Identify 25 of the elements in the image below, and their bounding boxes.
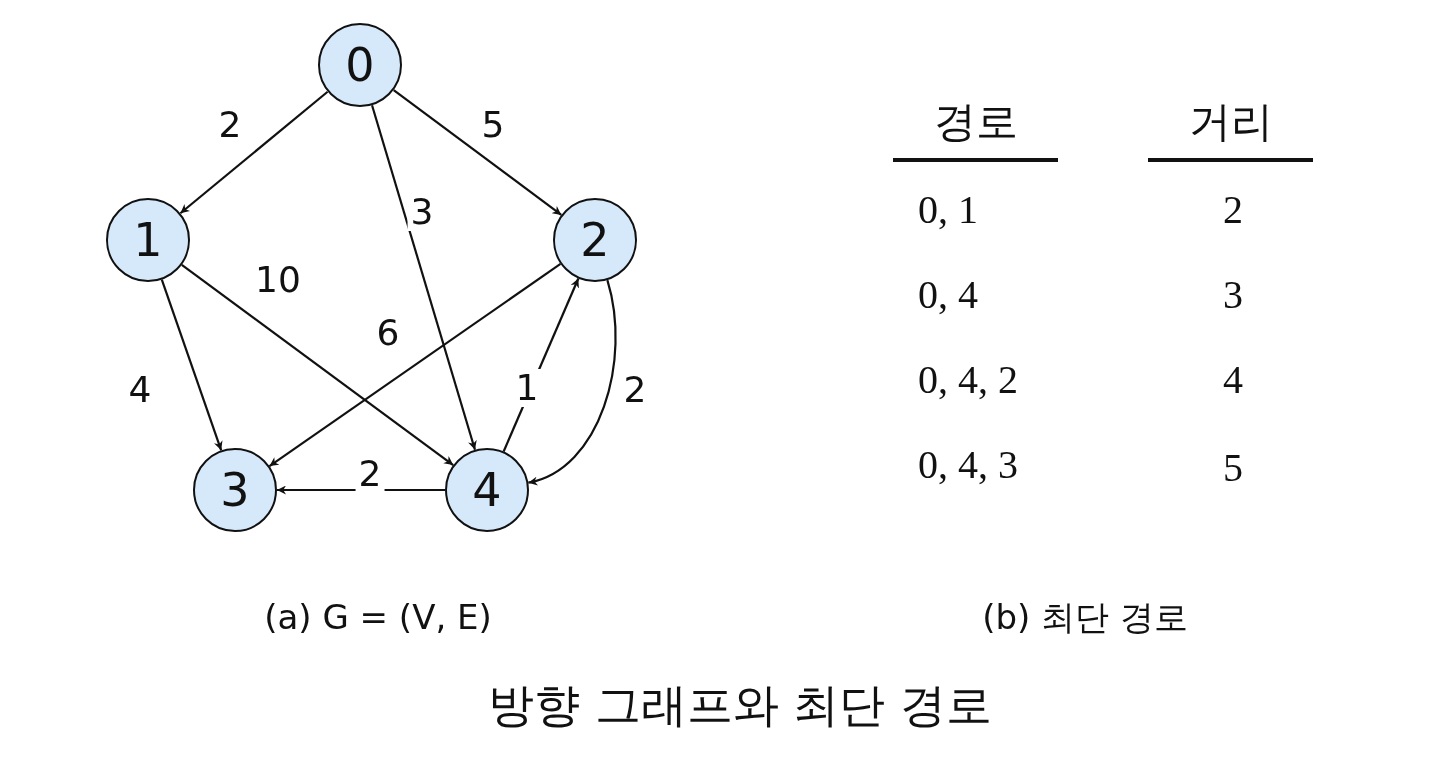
table-cell: 3 [1223,275,1243,315]
column-header: 경로 [934,101,1018,143]
table-cell: 0, 4 [918,275,978,315]
arrow [268,263,562,467]
arrow [393,89,562,216]
table-cell: 0, 4, 2 [918,360,1018,400]
caption: 방향 그래프와 최단 경로 [488,682,992,728]
vertex-circle: 1 [106,198,190,282]
arrow [370,104,477,451]
arrow [181,264,454,466]
arrow [160,279,223,451]
subcaption: (b) 최단 경로 [982,600,1188,634]
vertex-circle: 2 [553,198,637,282]
vertex-circle: 3 [193,448,277,532]
vertex-circle: 0 [318,23,402,107]
arrow [179,90,329,215]
table-cell: 0, 4, 3 [918,445,1018,485]
table-cell: 5 [1223,448,1243,488]
column-header: 거리 [1189,101,1273,143]
subcaption: (a) G = (V, E) [264,600,492,634]
arrow [528,279,617,485]
table-cell: 4 [1223,360,1243,400]
vertex-circle: 4 [445,448,529,532]
table-cell: 0, 1 [918,190,978,230]
table-cell: 2 [1223,190,1243,230]
